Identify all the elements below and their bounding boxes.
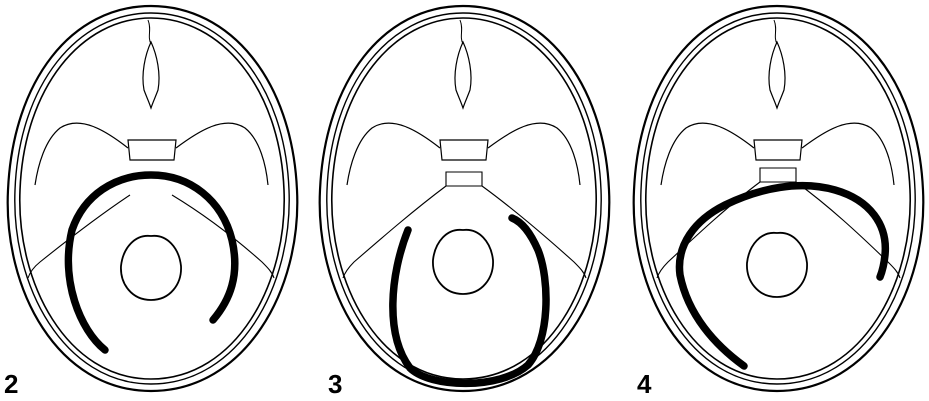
- clivus-step: [446, 172, 482, 186]
- skull-panel-2: [8, 6, 298, 391]
- panel-label-2: 2: [4, 371, 18, 397]
- midline-suture: [460, 20, 463, 44]
- sphenoid-ridge-right: [176, 123, 268, 185]
- clivus-step: [760, 168, 796, 182]
- sella-turcica: [754, 140, 802, 160]
- midline-suture: [148, 20, 151, 44]
- sphenoid-ridge-right: [488, 123, 580, 185]
- skull-panel-4: [634, 6, 924, 391]
- foramen-magnum: [121, 236, 181, 300]
- skull-outline: [8, 6, 298, 391]
- petrous-ridge-left: [28, 195, 130, 278]
- sella-turcica: [440, 140, 488, 160]
- sphenoid-ridge-left: [661, 123, 754, 185]
- midline-suture: [774, 20, 777, 44]
- skull-outline: [634, 6, 924, 391]
- incision-arc: [68, 175, 234, 350]
- foramen-magnum: [433, 230, 493, 294]
- sphenoid-ridge-left: [347, 123, 440, 185]
- foramen-magnum: [747, 233, 807, 297]
- petrous-ridge-right: [172, 195, 274, 278]
- panel-label-4: 4: [637, 371, 651, 397]
- incision-arc: [393, 218, 546, 383]
- incision-arc: [679, 186, 885, 366]
- sphenoid-ridge-left: [35, 123, 128, 185]
- sella-turcica: [128, 140, 176, 160]
- panel-label-3: 3: [328, 371, 342, 397]
- petrous-ridge-right: [482, 186, 586, 278]
- skull-outline: [320, 6, 610, 391]
- skull-panel-3: [320, 6, 610, 391]
- crista-galli: [769, 42, 785, 108]
- crista-galli: [455, 42, 471, 108]
- crista-galli: [143, 42, 159, 108]
- sphenoid-ridge-right: [802, 123, 894, 185]
